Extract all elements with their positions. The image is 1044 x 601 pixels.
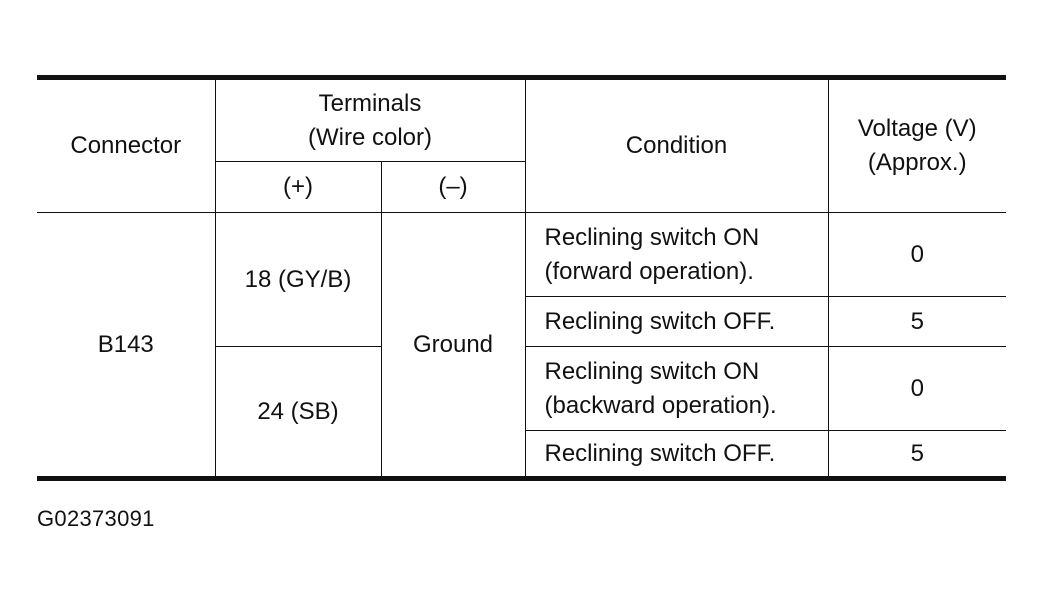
condition-line: (backward operation). bbox=[544, 391, 777, 419]
header-voltage-label: Voltage (V) bbox=[857, 115, 977, 142]
connector-cell: B143 bbox=[37, 212, 216, 481]
header-voltage: Voltage (V) (Approx.) bbox=[827, 75, 1006, 213]
ground-cell: Ground bbox=[380, 212, 526, 481]
header-wire-color-label: (Wire color) bbox=[308, 123, 432, 151]
condition-line: (forward operation). bbox=[544, 257, 754, 285]
header-terminals: Terminals (Wire color) bbox=[214, 75, 526, 162]
terminal-cell: 24 (SB) bbox=[214, 346, 382, 481]
figure-id: G02373091 bbox=[37, 506, 155, 531]
header-connector: Connector bbox=[37, 75, 216, 213]
header-approx-label: (Approx.) bbox=[867, 149, 967, 176]
header-plus: (+) bbox=[214, 161, 382, 213]
condition-line: Reclining switch ON bbox=[544, 357, 760, 385]
header-terminals-label: Terminals bbox=[318, 89, 422, 117]
condition-cell: Reclining switch OFF. bbox=[524, 296, 829, 347]
condition-cell: Reclining switch ON (backward operation)… bbox=[524, 346, 829, 431]
voltage-spec-table: Connector Terminals (Wire color) Conditi… bbox=[37, 75, 1006, 481]
voltage-cell: 0 bbox=[827, 212, 1006, 297]
condition-cell: Reclining switch OFF. bbox=[524, 430, 829, 481]
condition-cell: Reclining switch ON (forward operation). bbox=[524, 212, 829, 297]
condition-line: Reclining switch ON bbox=[544, 223, 760, 251]
header-minus: (–) bbox=[380, 161, 526, 213]
terminal-cell: 18 (GY/B) bbox=[214, 212, 382, 347]
voltage-cell: 5 bbox=[827, 296, 1006, 347]
voltage-cell: 0 bbox=[827, 346, 1006, 431]
header-condition: Condition bbox=[524, 75, 829, 213]
voltage-cell: 5 bbox=[827, 430, 1006, 481]
